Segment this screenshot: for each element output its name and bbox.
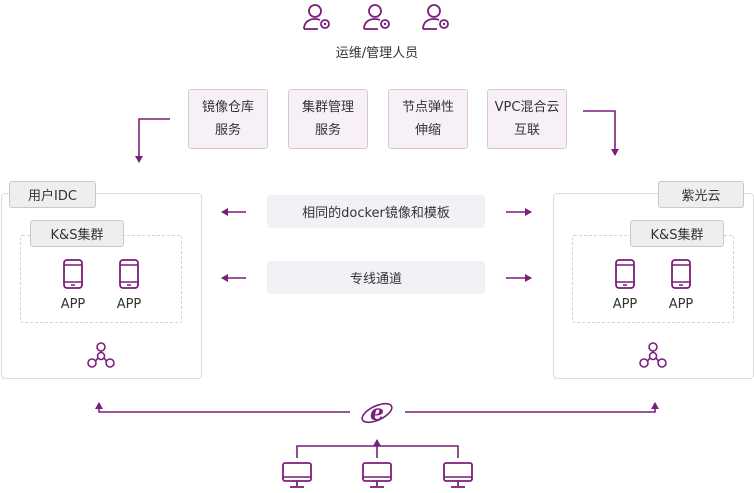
service-line2: 服务 xyxy=(214,123,241,138)
right-cluster-box xyxy=(572,235,734,323)
left-cluster-box xyxy=(20,235,182,323)
cloud-title: 紫光云 xyxy=(658,181,744,208)
arrow-browser-to-idc xyxy=(95,402,350,413)
arrow-services-to-cloud xyxy=(583,110,619,156)
svg-text:e: e xyxy=(370,400,384,426)
service-line2: 服务 xyxy=(314,123,341,138)
service-line2: 互联 xyxy=(513,123,540,138)
service-line1: 镜像仓库 xyxy=(201,100,254,115)
right-cluster-label: K&S集群 xyxy=(630,220,724,247)
cluster-hub-icon xyxy=(638,342,668,370)
left-cluster-label: K&S集群 xyxy=(30,220,124,247)
ie-browser-icon: e xyxy=(360,398,394,428)
service-cluster-management: 集群管理 服务 xyxy=(288,89,368,149)
mobile-phone-icon xyxy=(670,258,692,290)
service-line1: 节点弹性 xyxy=(401,100,454,115)
monitor-icon xyxy=(281,461,313,489)
arrow-services-to-idc xyxy=(135,118,170,163)
ops-admin-label: 运维/管理人员 xyxy=(335,46,419,61)
app-label: APP xyxy=(60,297,86,312)
service-line2: 伸缩 xyxy=(414,123,441,138)
monitor-icon xyxy=(361,461,393,489)
service-line1: 集群管理 xyxy=(301,100,354,115)
user-gear-icon xyxy=(421,2,451,32)
service-image-registry: 镜像仓库 服务 xyxy=(188,89,268,149)
mobile-phone-icon xyxy=(62,258,84,290)
arrow-browser-to-cloud xyxy=(405,402,659,413)
mobile-phone-icon xyxy=(118,258,140,290)
app-label: APP xyxy=(668,297,694,312)
user-gear-icon xyxy=(362,2,392,32)
dedicated-channel-bar: 专线通道 xyxy=(267,261,485,294)
cluster-hub-icon xyxy=(86,342,116,370)
docker-template-bar: 相同的docker镜像和模板 xyxy=(267,195,485,228)
app-label: APP xyxy=(116,297,142,312)
user-gear-icon xyxy=(302,2,332,32)
monitor-icon xyxy=(442,461,474,489)
service-vpc-hybrid: VPC混合云 互联 xyxy=(487,89,567,149)
service-node-autoscaling: 节点弹性 伸缩 xyxy=(388,89,468,149)
service-line1: VPC混合云 xyxy=(494,100,560,115)
mobile-phone-icon xyxy=(614,258,636,290)
user-idc-title: 用户IDC xyxy=(9,181,96,208)
app-label: APP xyxy=(612,297,638,312)
